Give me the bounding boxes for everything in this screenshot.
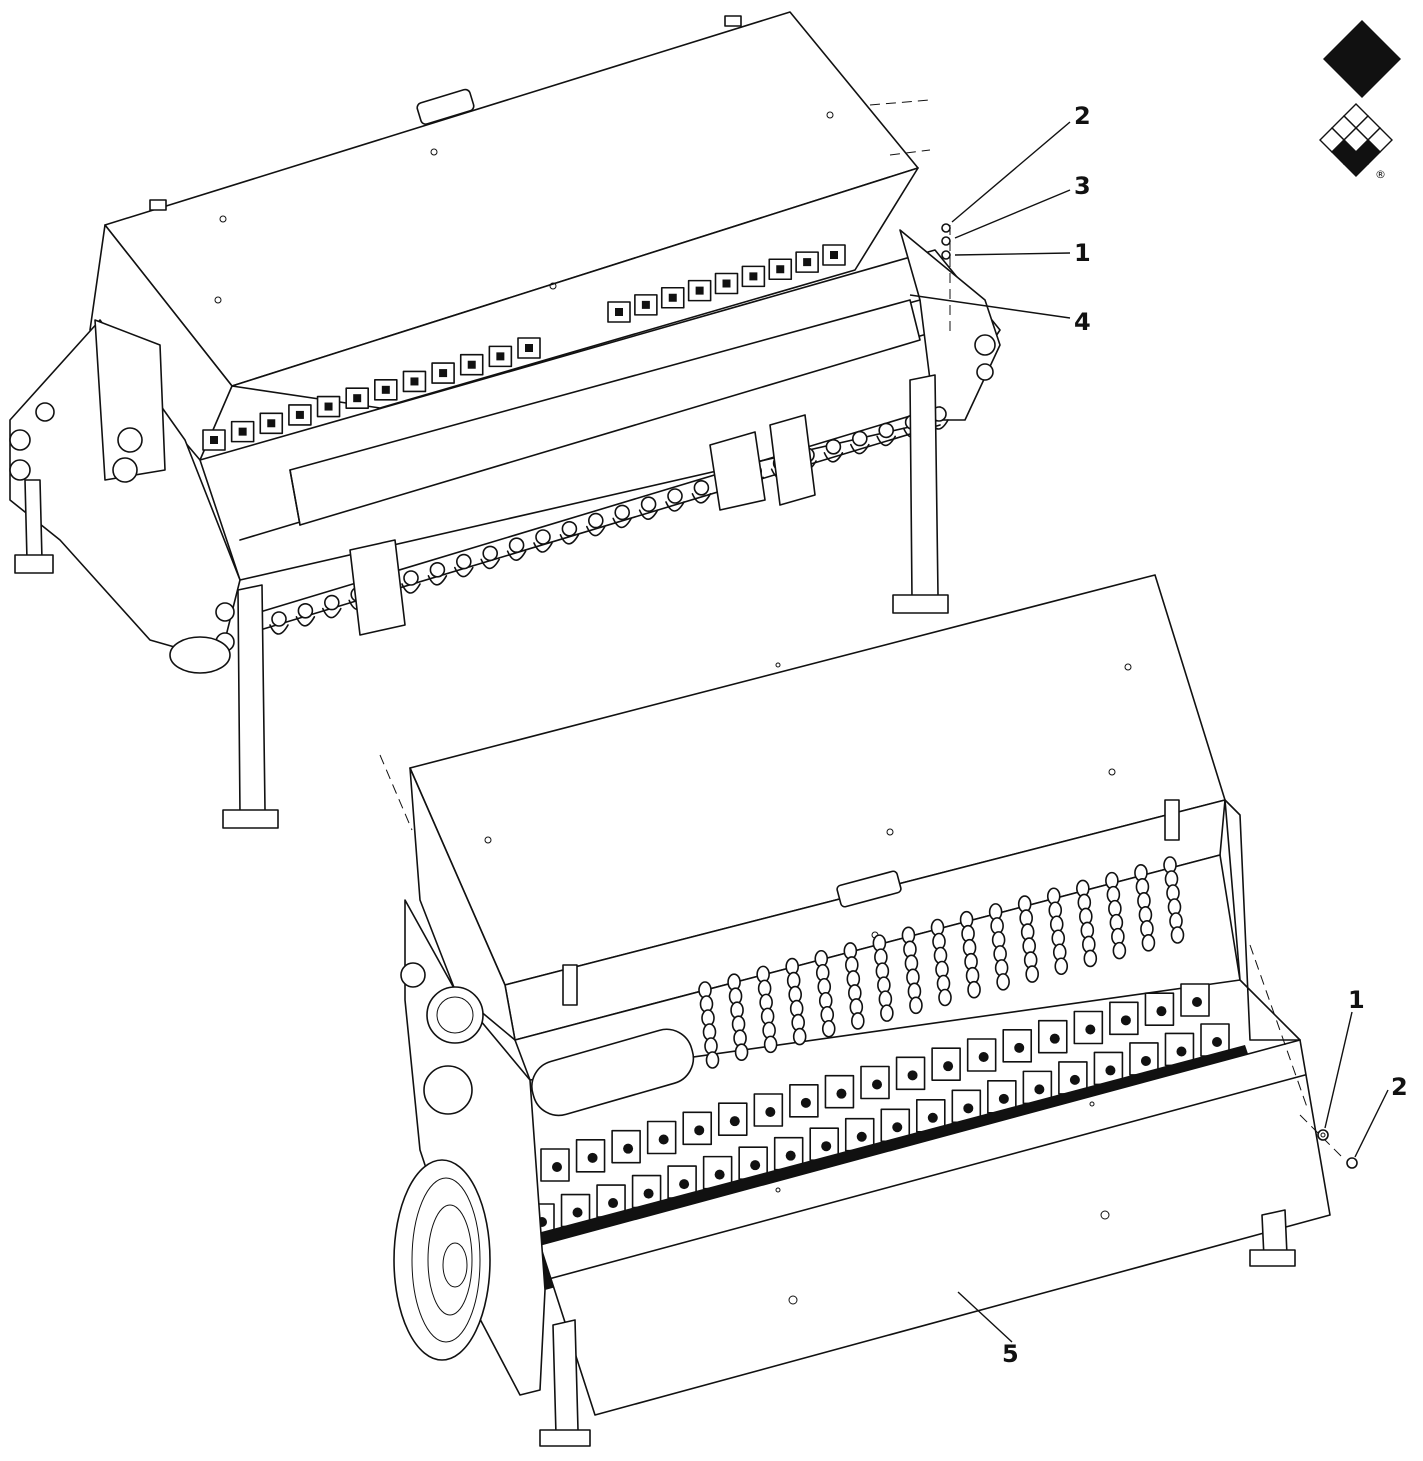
callout-5-bottom: 5 <box>1002 1340 1019 1368</box>
callout-2-top: 2 <box>1074 102 1091 130</box>
callout-4-top: 4 <box>1074 308 1091 336</box>
upper-seeder-assembly <box>9 11 1001 829</box>
callout-1-bottom: 1 <box>1348 986 1365 1014</box>
registered-mark: ® <box>1375 168 1386 181</box>
callout-3-top: 3 <box>1074 172 1091 200</box>
callout-labels: 2 3 1 4 1 2 5 <box>909 102 1408 1368</box>
callout-1-top: 1 <box>1074 239 1091 267</box>
callout-2-bottom: 2 <box>1391 1073 1408 1101</box>
brand-logo-icon: ® <box>1319 20 1401 181</box>
lower-seeder-assembly <box>379 574 1358 1447</box>
